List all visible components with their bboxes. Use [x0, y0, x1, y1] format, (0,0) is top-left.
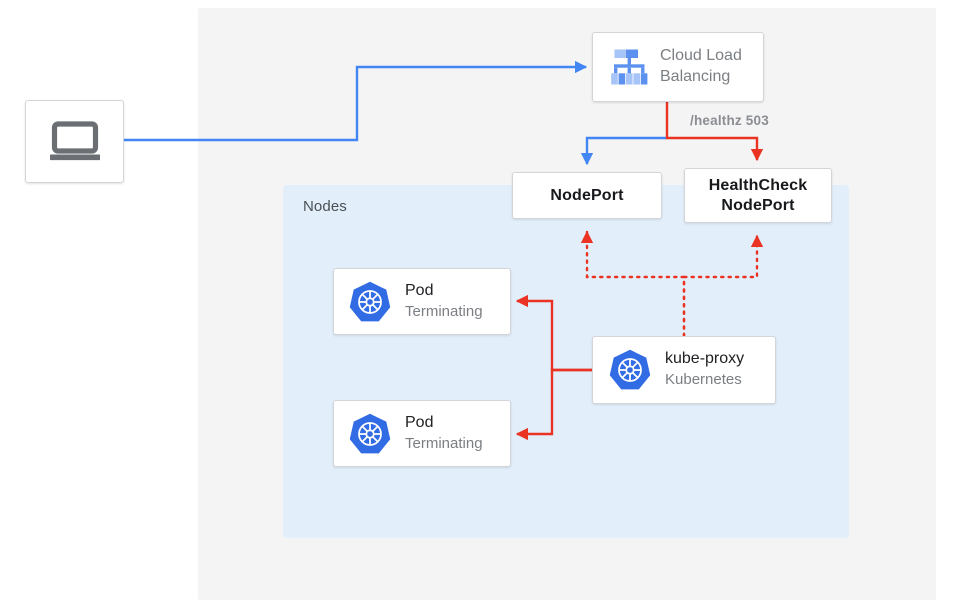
kube-proxy-node[interactable]: kube-proxy Kubernetes	[592, 336, 776, 404]
kube-proxy-subtitle: Kubernetes	[665, 371, 742, 389]
pod-2-text: Pod Terminating	[405, 413, 483, 454]
kubernetes-icon	[344, 280, 396, 324]
pod-2-title: Pod	[405, 413, 434, 431]
cloud-load-balancing-node[interactable]: Cloud Load Balancing	[592, 32, 764, 102]
nodeport-node[interactable]: NodePort	[512, 172, 662, 219]
healthcheck-nodeport-text: HealthCheck NodePort	[709, 176, 808, 215]
nodes-region-label: Nodes	[303, 198, 347, 215]
pod-1-text: Pod Terminating	[405, 281, 483, 322]
pod-2-subtitle: Terminating	[405, 434, 483, 452]
client-node[interactable]	[25, 100, 124, 183]
healthcheck-nodeport-line-1: HealthCheck	[708, 176, 808, 194]
kube-proxy-text: kube-proxy Kubernetes	[665, 349, 744, 390]
healthcheck-nodeport-node[interactable]: HealthCheck NodePort	[684, 168, 832, 223]
pod-1-title: Pod	[405, 281, 434, 299]
edge-label-healthz: /healthz 503	[690, 113, 769, 128]
cloud-load-balancing-line-2: Balancing	[660, 68, 731, 85]
cloud-load-balancing-icon	[604, 46, 654, 88]
kubernetes-icon	[344, 412, 396, 456]
pod-node-2[interactable]: Pod Terminating	[333, 400, 511, 467]
laptop-icon	[48, 120, 102, 163]
kubernetes-icon	[604, 348, 656, 392]
pod-node-1[interactable]: Pod Terminating	[333, 268, 511, 335]
cloud-load-balancing-text: Cloud Load Balancing	[660, 46, 742, 88]
healthcheck-nodeport-line-2: NodePort	[721, 196, 795, 214]
cloud-load-balancing-line-1: Cloud Load	[660, 47, 742, 65]
pod-1-subtitle: Terminating	[405, 302, 483, 320]
nodeport-label: NodePort	[550, 186, 624, 204]
kube-proxy-title: kube-proxy	[665, 350, 745, 368]
